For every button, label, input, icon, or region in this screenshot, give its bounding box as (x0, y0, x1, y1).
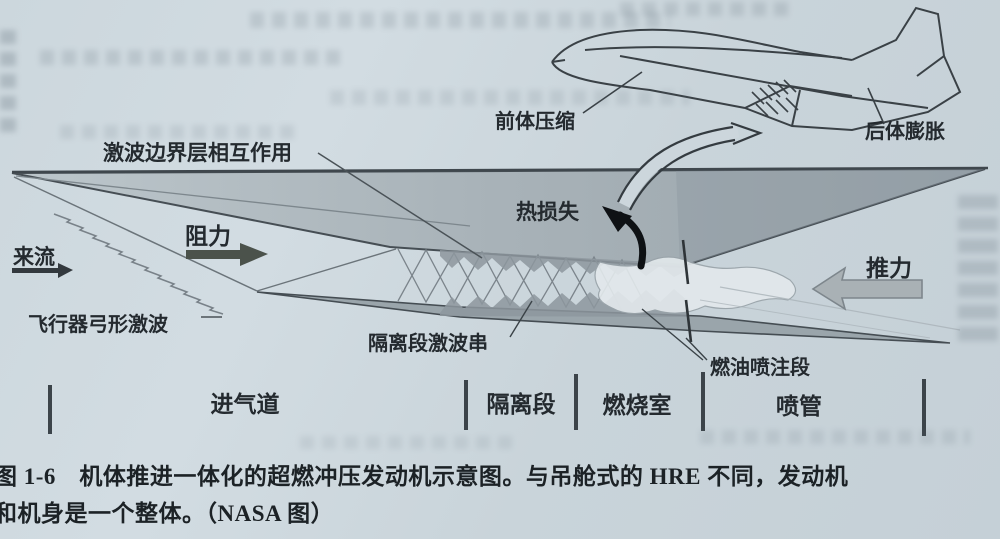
section-dividers (48, 372, 926, 436)
figure-caption: 图 1-6 机体推进一体化的超燃冲压发动机示意图。与吊舱式的 HRE 不同，发动… (0, 458, 1000, 532)
shock-train-leader-line (509, 300, 533, 338)
fuel-injector-tick-top (681, 239, 690, 285)
fuel-injector-tick-bottom (684, 299, 693, 343)
section-label-isolator: 隔离段 (487, 391, 556, 417)
label-afterbody-expansion: 后体膨胀 (865, 119, 945, 143)
caption-line-2: 和机身是一个整体。（NASA 图） (0, 501, 335, 526)
fuel-injection-leader-lines (641, 308, 708, 361)
engine-hatching (751, 79, 799, 117)
section-label-inlet: 进气道 (211, 391, 280, 417)
vehicle-top-surface-line (11, 166, 989, 174)
exhaust-streak-line (699, 299, 931, 339)
label-thrust: 推力 (866, 255, 912, 281)
label-fuel-injection: 燃油喷注段 (710, 355, 810, 379)
aftbody-nozzle-wedge (676, 169, 985, 267)
combustion-plume (594, 256, 797, 315)
engine-location-arrow (617, 121, 764, 211)
heat-loss-arrow (602, 206, 647, 270)
shock-bl-leader-line (317, 152, 483, 259)
drag-arrow (186, 243, 268, 266)
label-isolator-shock-train: 隔离段激波串 (368, 331, 488, 355)
aircraft-sketch (551, 6, 962, 132)
section-label-combustor: 燃烧室 (603, 392, 672, 418)
label-shock-boundary-layer: 激波边界层相互作用 (103, 141, 292, 165)
nose-shock-line (13, 176, 258, 292)
label-bow-shock: 飞行器弓形激波 (28, 312, 169, 336)
label-drag: 阻力 (185, 223, 231, 249)
afterbody-leader-line (867, 87, 885, 125)
caption-line-1: 图 1-6 机体推进一体化的超燃冲压发动机示意图。与吊舱式的 HRE 不同，发动… (0, 464, 849, 489)
forebody-leader-line (582, 71, 643, 114)
section-label-nozzle: 喷管 (776, 393, 822, 419)
label-freestream: 来流 (13, 245, 55, 269)
boundary-layer-line (15, 175, 471, 227)
label-forebody-compression: 前体压缩 (495, 109, 575, 133)
scramjet-schematic: 激波边界层相互作用 前体压缩 后体膨胀 热损失 阻力 来流 飞行器弓形激波 隔离… (11, 6, 989, 436)
bow-shock-wavy-line (53, 213, 224, 315)
cowl-reflected-shock-line (256, 248, 397, 292)
wall-shading-top (440, 250, 688, 277)
freestream-arrow (12, 263, 73, 278)
exhaust-streak-line (719, 286, 961, 331)
label-heat-loss: 热损失 (516, 200, 580, 224)
thrust-arrow (811, 266, 923, 311)
